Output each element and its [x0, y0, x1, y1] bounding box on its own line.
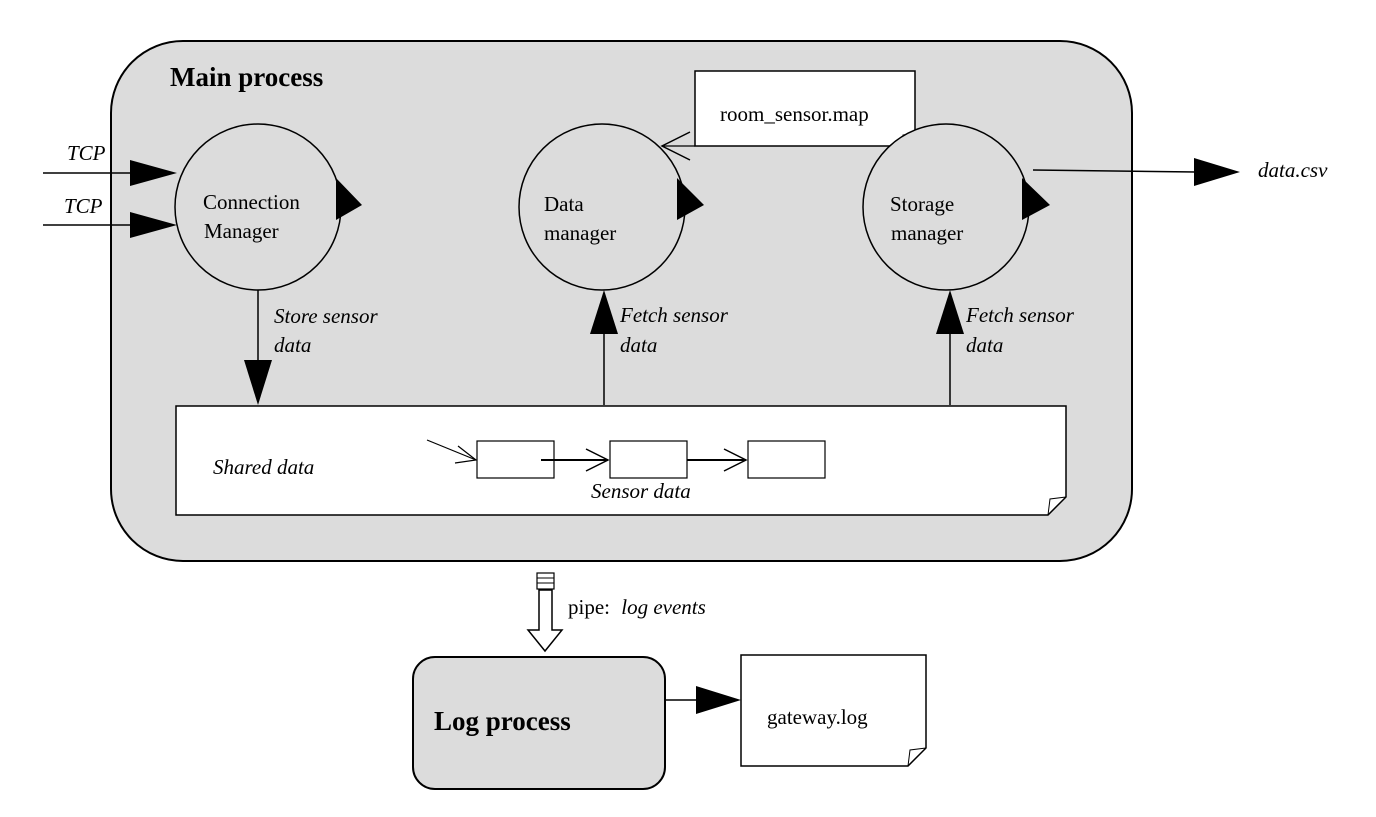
log-process-box: Log process: [412, 656, 666, 790]
log-process-title: Log process: [434, 706, 571, 736]
connection-manager-label-2: Manager: [204, 219, 279, 243]
pipe-prefix: pipe:: [568, 595, 610, 619]
pipe-label: pipe: log events: [568, 595, 706, 619]
store-flow-label-2: data: [274, 333, 311, 357]
storage-manager-node: Storage manager: [862, 123, 1050, 291]
main-process-title: Main process: [170, 62, 323, 92]
storage-manager-label-2: manager: [891, 221, 963, 245]
tcp-input-arrow-2: TCP: [43, 194, 177, 238]
pipe-arrow: pipe: log events: [526, 572, 706, 653]
log-output-arrow: [665, 686, 741, 714]
connection-manager-label-1: Connection: [203, 190, 300, 214]
pipe-events: log events: [621, 595, 706, 619]
gateway-log-label: gateway.log: [767, 705, 868, 729]
sensor-node-3: [747, 440, 826, 479]
fetch-data-manager-arrow: Fetch sensor data: [590, 290, 729, 405]
shared-data-document: Shared data Sensor data: [175, 405, 1067, 516]
room-sensor-map-label: room_sensor.map: [720, 102, 869, 126]
sensor-node-2: [609, 440, 688, 479]
connection-manager-node: Connection Manager: [174, 123, 362, 291]
tcp-input-arrow-1: TCP: [43, 141, 177, 186]
fetch2-flow-label-1: Fetch sensor: [965, 303, 1075, 327]
data-manager-node: Data manager: [518, 123, 704, 291]
data-csv-label: data.csv: [1258, 158, 1328, 182]
shared-data-label: Shared data: [213, 455, 314, 479]
fetch1-flow-label-1: Fetch sensor: [619, 303, 729, 327]
map-to-data-manager-arrow: [660, 131, 695, 161]
store-flow-label-1: Store sensor: [274, 304, 378, 328]
store-sensor-data-arrow: Store sensor data: [244, 290, 378, 405]
storage-manager-label-1: Storage: [890, 192, 954, 216]
sensor-data-label: Sensor data: [591, 479, 691, 503]
tcp-label-2: TCP: [64, 194, 103, 218]
gateway-log-document: gateway.log: [740, 654, 927, 767]
data-manager-label-1: Data: [544, 192, 584, 216]
data-csv-output-arrow: data.csv: [1032, 158, 1328, 186]
fetch-storage-manager-arrow: Fetch sensor data: [936, 290, 1075, 405]
tcp-label-1: TCP: [67, 141, 106, 165]
data-manager-label-2: manager: [544, 221, 616, 245]
fetch2-flow-label-2: data: [966, 333, 1003, 357]
fetch1-flow-label-2: data: [620, 333, 657, 357]
room-sensor-map-document: room_sensor.map: [694, 70, 916, 147]
